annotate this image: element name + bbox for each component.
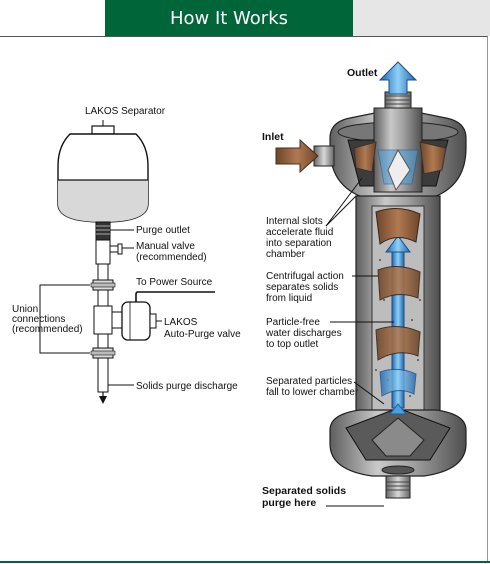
page-title-tab: How It Works [105, 0, 353, 36]
outlet-label: Outlet [347, 67, 378, 79]
centrifugal-label-1: Centrifugal action [266, 271, 344, 282]
separated-label-2: fall to lower chamber [266, 387, 359, 398]
auto-purge-sublabel: Auto-Purge valve [164, 329, 241, 340]
auto-purge-valve [93, 301, 157, 341]
purge-here-label-2: purge here [262, 497, 316, 509]
bottom-rule [0, 561, 490, 563]
content-frame [0, 36, 488, 562]
solids-discharge-label: Solids purge discharge [136, 381, 238, 392]
manual-valve-label: Manual valve [136, 241, 195, 252]
internal-slots [353, 141, 447, 192]
particle-free-label-3: to top outlet [266, 339, 318, 350]
outlet-pipe [384, 91, 412, 111]
discharge-arrow-icon [99, 396, 107, 404]
bottom-purge-pipe [385, 475, 411, 499]
purge-here-label-1: Separated solids [262, 485, 346, 497]
separator-label: LAKOS Separator [85, 106, 166, 117]
auto-purge-label: LAKOS [164, 317, 198, 328]
purge-outlet-label: Purge outlet [136, 225, 190, 236]
centrifugal-label-2: separates solids [266, 282, 338, 293]
manual-valve [95, 239, 123, 265]
union-label-3: (recommended) [12, 324, 83, 335]
outlet-arrow-icon [378, 61, 418, 95]
right-cutaway-diagram: Outlet Inlet [262, 61, 467, 509]
slots-label-2: accelerate fluid [266, 227, 333, 238]
purge-outlet-coupling [95, 221, 111, 241]
inlet-label: Inlet [262, 131, 284, 143]
separated-label-1: Separated particles [266, 376, 352, 387]
power-source-label: To Power Source [136, 277, 213, 288]
page-title: How It Works [169, 7, 289, 29]
union-label-1: Union [12, 304, 38, 315]
inlet-arrow-icon [275, 138, 319, 174]
union-connection-bottom [90, 347, 116, 359]
manual-valve-sublabel: (recommended) [136, 252, 207, 263]
header-spacer [353, 0, 490, 36]
particle-free-label-2: water discharges [265, 328, 342, 339]
upflow-arrow-icon [385, 235, 411, 253]
slots-label-3: into separation [266, 238, 332, 249]
union-label-2: connections [12, 314, 65, 325]
slots-label-1: Internal slots [266, 216, 323, 227]
union-connection-top [90, 279, 116, 291]
centrifugal-label-3: from liquid [266, 293, 312, 304]
particle-free-label-1: Particle-free [266, 317, 320, 328]
left-installation-diagram: LAKOS Separator Purge outlet Manual valv… [12, 106, 241, 404]
separator-vessel [57, 120, 149, 223]
slots-label-4: chamber [266, 249, 306, 260]
